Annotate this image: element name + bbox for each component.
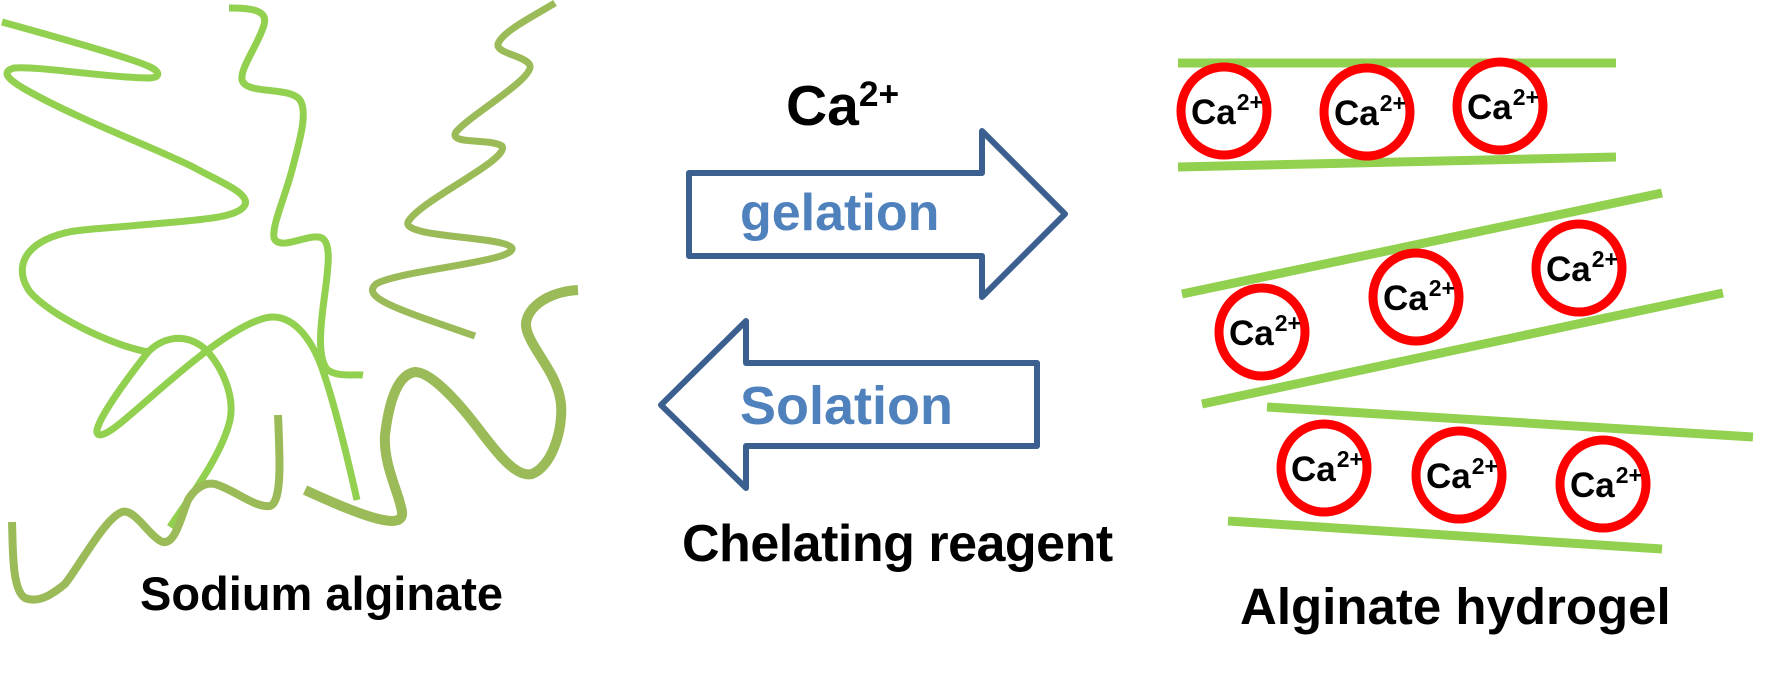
polymer-strand [1201,288,1724,409]
calcium-ion: Ca2+ [1319,63,1415,161]
polymer-strand [1181,188,1663,299]
ion-label: Ca2+ [1467,84,1539,127]
gelation-arrow [686,128,1068,300]
ion-label: Ca2+ [1383,275,1455,318]
calcium-ions: Ca2+ Ca2+ Ca2+ Ca2+ Ca2+ Ca2+ Ca2+ Ca2+ Ca2+ [1176,57,1651,533]
calcium-ion: Ca2+ [1555,435,1651,533]
ion-ring [1452,57,1548,155]
ion-label: Ca2+ [1570,462,1642,505]
left-arrow-shape [658,318,1040,491]
polymer-strand [1227,516,1663,554]
ion-label: Ca2+ [1334,90,1406,133]
ion-label: Ca2+ [1546,246,1618,289]
calcium-ion: Ca2+ [1176,62,1272,160]
polymer-strand [1177,152,1617,172]
calcium-ion: Ca2+ [1411,426,1507,524]
calcium-ion: Ca2+ [1452,57,1548,155]
polymer-chain-5 [369,0,557,340]
calcium-ion: Ca2+ [1276,419,1372,517]
solation-arrow [658,318,1040,491]
alginate-hydrogel: Ca2+ Ca2+ Ca2+ Ca2+ Ca2+ Ca2+ Ca2+ Ca2+ Ca2+ [1176,57,1754,554]
ion-label: Ca2+ [1426,453,1498,496]
sodium-alginate-chains [1,0,579,604]
ion-ring [1176,62,1272,160]
chain-row-1 [1177,58,1617,172]
polymer-strand [1266,402,1754,442]
ion-label: Ca2+ [1229,310,1301,353]
calcium-ion: Ca2+ [1368,248,1464,346]
ion-symbol: Ca [786,74,859,138]
sodium-alginate-label: Sodium alginate [140,567,503,620]
gelation-label: gelation [740,184,940,242]
ion-label: Ca2+ [1291,446,1363,489]
ion-charge: 2+ [858,74,900,114]
ion-ring [1555,435,1651,533]
polymer-chain-6 [302,285,579,526]
polymer-chain-2 [228,4,364,379]
alginate-hydrogel-label: Alginate hydrogel [1240,578,1671,635]
ion-ring [1214,283,1310,381]
chelating-reagent-label: Chelating reagent [682,515,1113,573]
ion-ring [1319,63,1415,161]
ion-ring [1411,426,1507,524]
calcium-ion: Ca2+ [1531,219,1627,317]
right-arrow-shape [686,128,1068,300]
polymer-chain-4 [8,414,284,604]
calcium-ion-reagent: Ca2+ [786,74,900,135]
polymer-chain-3 [93,313,361,529]
polymer-chain-1 [1,18,249,356]
ion-ring [1531,219,1627,317]
ion-ring [1276,419,1372,517]
solation-label: Solation [740,376,953,436]
ion-label: Ca2+ [1191,89,1263,132]
chain-row-3 [1227,402,1754,554]
chain-row-2 [1181,188,1724,409]
ion-ring [1368,248,1464,346]
calcium-ion: Ca2+ [1214,283,1310,381]
